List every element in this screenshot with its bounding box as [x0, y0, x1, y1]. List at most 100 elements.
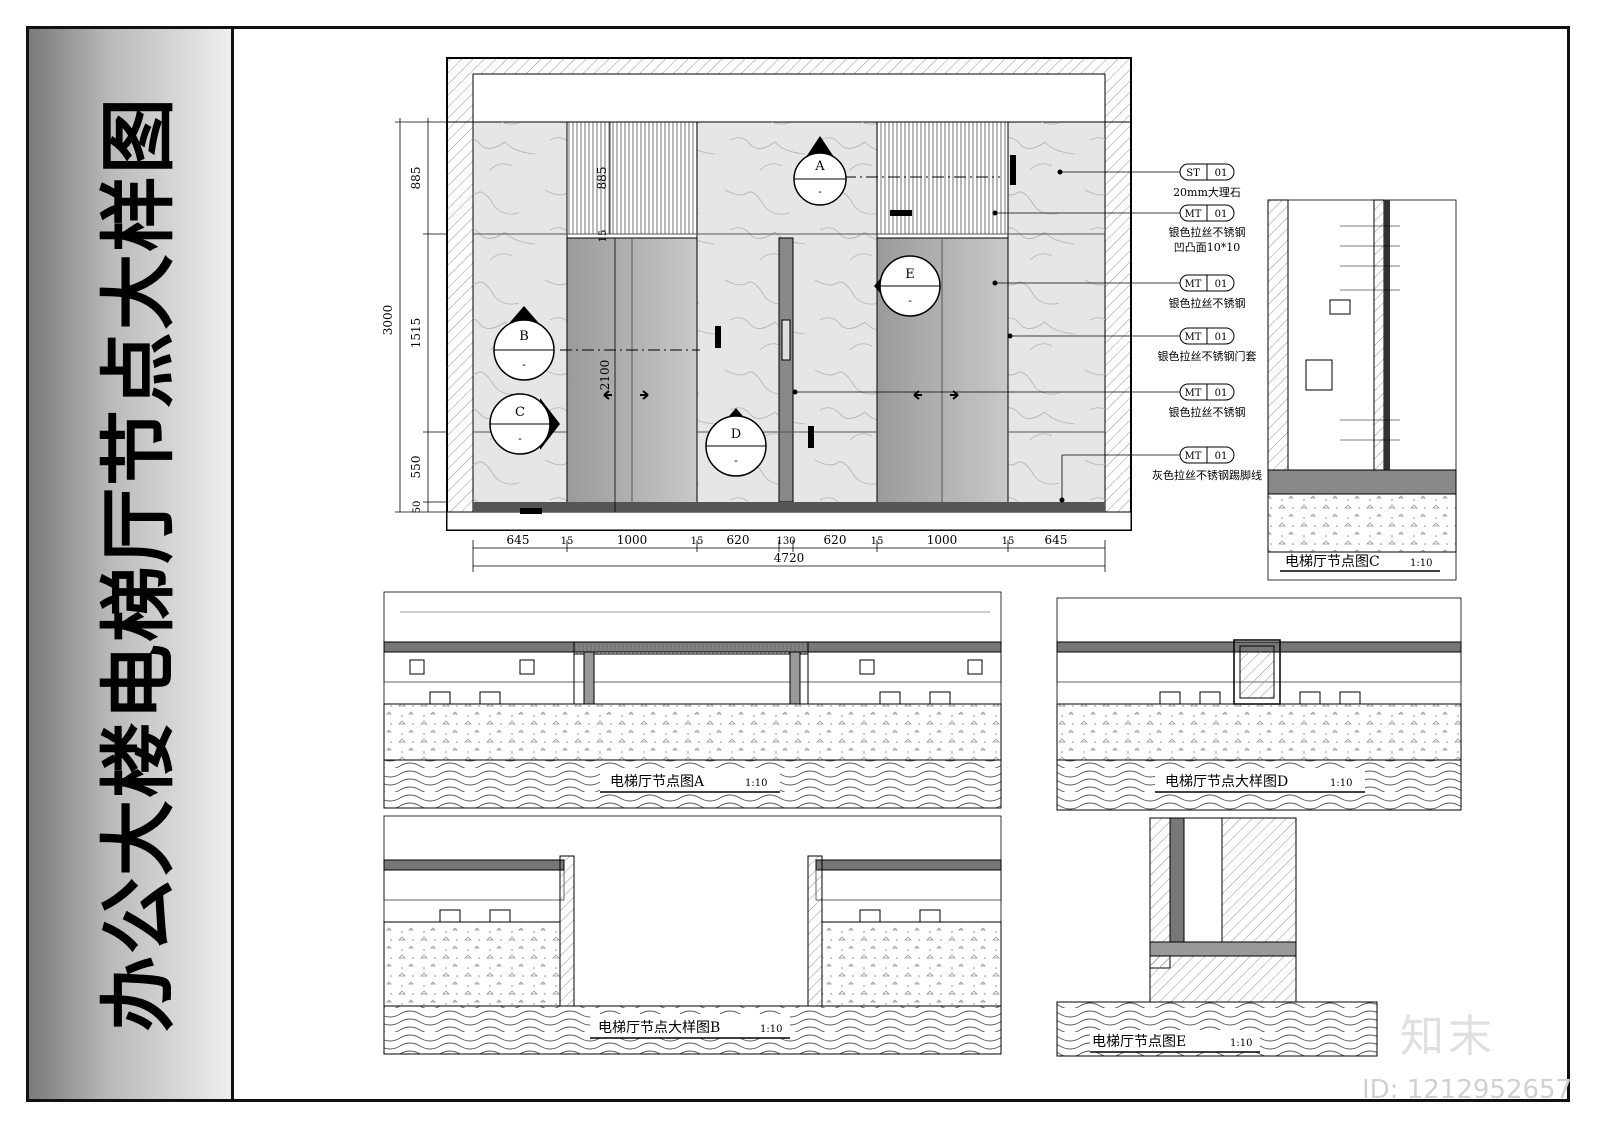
- detail-a-title: 电梯厅节点图A: [610, 774, 705, 790]
- cut-tick-d: [808, 426, 814, 448]
- section-marker-a: A -: [793, 136, 847, 206]
- callout-num-2: 01: [1215, 279, 1228, 290]
- marker-label-c: C: [515, 405, 525, 420]
- callout-num-1: 01: [1215, 209, 1228, 220]
- call-panel: [778, 237, 794, 503]
- detail-d-title: 电梯厅节点大样图D: [1165, 774, 1288, 790]
- dim-w-3: 15: [691, 536, 704, 547]
- dim-transom: 885: [595, 167, 609, 190]
- elevation: A - B - C - D - E -: [381, 57, 1132, 572]
- detail-c-title: 电梯厅节点图C: [1285, 554, 1380, 570]
- detail-e-title: 电梯厅节点图E: [1092, 1034, 1186, 1050]
- callout-5: MT 01 灰色拉丝不锈钢踢脚线: [1059, 446, 1262, 503]
- transom-right: [876, 121, 1009, 235]
- callout-1: MT 01 银色拉丝不锈钢 凹凸面10*10: [992, 204, 1246, 254]
- marker-sub-d: -: [734, 454, 738, 467]
- door-left-arrows: [603, 390, 649, 400]
- marker-label-e: E: [905, 267, 915, 282]
- callout-text-5: 灰色拉丝不锈钢踢脚线: [1152, 468, 1262, 482]
- marker-label-d: D: [731, 427, 741, 442]
- dim-w-2: 1000: [617, 533, 648, 547]
- watermark-id: ID: 1212952657: [1362, 1075, 1573, 1105]
- dim-w-6: 620: [824, 533, 847, 547]
- callout-text-2: 银色拉丝不锈钢: [1169, 296, 1246, 310]
- marker-label-b: B: [519, 329, 529, 344]
- marker-sub-b: -: [522, 358, 526, 371]
- dim-joint: 15: [598, 230, 609, 243]
- callout-text-4: 银色拉丝不锈钢: [1169, 405, 1246, 419]
- watermark-brand: 知末: [1400, 1011, 1496, 1062]
- dim-base: 50: [412, 501, 423, 514]
- callout-num-3: 01: [1215, 332, 1228, 343]
- callout-text2-1: 凹凸面10*10: [1174, 241, 1241, 254]
- dim-w-4: 620: [727, 533, 750, 547]
- sheet-border: [26, 26, 1570, 1102]
- detail-a: 电梯厅节点图A 1:10: [383, 591, 1002, 809]
- dim-door-height: 2100: [598, 360, 612, 391]
- title-band: 办公大楼电梯厅节点大样图: [29, 29, 234, 1099]
- cut-tick-c: [520, 508, 542, 514]
- detail-e: 电梯厅节点图E 1:10: [1056, 817, 1378, 1057]
- dim-w-8: 1000: [927, 533, 958, 547]
- transom-left: [566, 121, 698, 235]
- dim-middle: 1515: [409, 318, 423, 349]
- callout-code-1: MT: [1185, 209, 1202, 220]
- section-marker-d: D -: [705, 408, 767, 477]
- dim-lower: 550: [409, 456, 423, 479]
- detail-b: 电梯厅节点大样图B 1:10: [383, 815, 1002, 1055]
- dim-total-width: 4720: [774, 551, 805, 565]
- cut-tick-a: [1010, 155, 1016, 185]
- callout-code-4: MT: [1185, 388, 1202, 399]
- marker-sub-c: -: [518, 432, 522, 445]
- callout-4: MT 01 银色拉丝不锈钢: [792, 383, 1246, 419]
- callout-2: MT 01 银色拉丝不锈钢: [992, 274, 1246, 310]
- callout-num-4: 01: [1215, 388, 1228, 399]
- section-marker-b: B -: [493, 306, 555, 381]
- dim-w-5: 130: [776, 536, 795, 547]
- detail-c: 电梯厅节点图C 1:10: [1267, 199, 1457, 581]
- marker-label-a: A: [814, 159, 825, 174]
- callout-code-0: ST: [1186, 168, 1200, 179]
- callout-num-0: 01: [1215, 168, 1228, 179]
- call-button: [781, 319, 791, 361]
- dim-w-0: 645: [507, 533, 530, 547]
- floor-slab: [446, 511, 1132, 531]
- callout-text-0: 20mm大理石: [1173, 185, 1241, 199]
- marker-sub-a: -: [818, 185, 822, 198]
- detail-e-scale: 1:10: [1230, 1038, 1252, 1049]
- detail-a-scale: 1:10: [745, 778, 767, 789]
- marble-texture-right: [1008, 122, 1105, 512]
- callout-num-5: 01: [1215, 451, 1228, 462]
- dim-w-10: 645: [1045, 533, 1068, 547]
- width-dimensions: [472, 540, 1106, 572]
- detail-b-scale: 1:10: [760, 1024, 782, 1035]
- callout-code-2: MT: [1185, 279, 1202, 290]
- material-callouts: ST 01 20mm大理石 MT 01 银色拉丝不锈钢 凹凸面10*10 MT …: [792, 163, 1262, 503]
- callout-text-1: 银色拉丝不锈钢: [1169, 225, 1246, 239]
- section-marker-c: C -: [489, 393, 560, 455]
- dim-w-1: 15: [561, 536, 574, 547]
- detail-c-scale: 1:10: [1410, 558, 1432, 569]
- callout-code-3: MT: [1185, 332, 1202, 343]
- detail-d-scale: 1:10: [1330, 778, 1352, 789]
- door-right-arrows: [913, 390, 959, 400]
- height-dimensions: [395, 118, 616, 513]
- callout-text-3: 银色拉丝不锈钢门套: [1158, 349, 1257, 363]
- dim-w-9: 15: [1002, 536, 1015, 547]
- detail-d: 电梯厅节点大样图D 1:10: [1056, 597, 1462, 811]
- cut-tick-e: [890, 210, 912, 216]
- dim-upper: 885: [409, 167, 423, 190]
- left-wall: [446, 121, 474, 513]
- dim-total-height: 3000: [381, 305, 395, 336]
- callout-0: ST 01 20mm大理石: [1057, 163, 1241, 199]
- callout-3: MT 01 银色拉丝不锈钢门套: [1007, 327, 1257, 363]
- callout-code-5: MT: [1185, 451, 1202, 462]
- cut-tick-b: [715, 326, 721, 348]
- detail-b-title: 电梯厅节点大样图B: [598, 1020, 720, 1036]
- skirting: [473, 502, 1105, 512]
- marker-sub-e: -: [908, 294, 912, 307]
- right-wall: [1104, 121, 1132, 513]
- section-marker-e: E -: [874, 255, 941, 317]
- dim-w-7: 15: [871, 536, 884, 547]
